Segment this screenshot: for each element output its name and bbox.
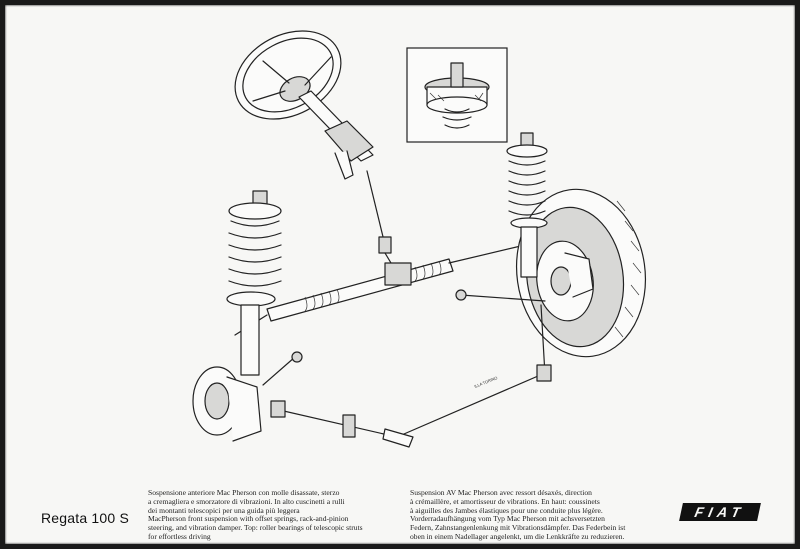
stamp-label: ILLA TORINO — [474, 375, 499, 389]
caption-line: Suspension AV Mac Pherson avec ressort d… — [410, 488, 592, 497]
right-strut — [506, 132, 548, 278]
caption-line: Sospensione anteriore Mac Pherson con mo… — [148, 488, 340, 497]
caption-line: for effortless driving — [148, 531, 211, 541]
caption-line: à crémaillère, et amortisseur de vibrati… — [410, 496, 600, 506]
left-hub — [192, 351, 303, 442]
caption-line: MacPherson front suspension with offset … — [148, 514, 349, 524]
left-strut — [226, 190, 282, 376]
fiat-logo: FIAT — [679, 503, 761, 521]
strut-bearing-inset — [406, 47, 508, 143]
caption-line: à aiguilles des Jambes élastiques pour u… — [410, 505, 603, 515]
caption-italian-english: Sospensione anteriore Mac Pherson con mo… — [148, 488, 398, 542]
right-lower-arm — [455, 289, 552, 382]
caption-line: oben in einem Nadellager angelenkt, um d… — [410, 531, 625, 541]
caption-line: Vorderradaufhängung vom Typ Mac Pherson … — [410, 514, 605, 524]
photo-sheet: ILLA TORINO Regata 100 S Sos — [5, 5, 795, 544]
steering-rack — [234, 244, 526, 336]
steering-column — [298, 90, 398, 274]
model-title: Regata 100 S — [41, 510, 130, 526]
suspension-illustration: ILLA TORINO — [192, 30, 647, 448]
caption-line: dei montanti telescopici per una guida p… — [148, 505, 300, 515]
caption-line: a cremagliera e smorzatore di vibrazioni… — [148, 496, 345, 506]
caption-line: Federn, Zahnstangenlenkung mit Vibration… — [410, 523, 626, 533]
lower-links: ILLA TORINO — [270, 372, 546, 448]
right-wheel — [515, 188, 647, 358]
caption-french-german: Suspension AV Mac Pherson avec ressort d… — [410, 488, 680, 542]
caption-line: steering, and vibration damper. Top: rol… — [148, 523, 363, 533]
